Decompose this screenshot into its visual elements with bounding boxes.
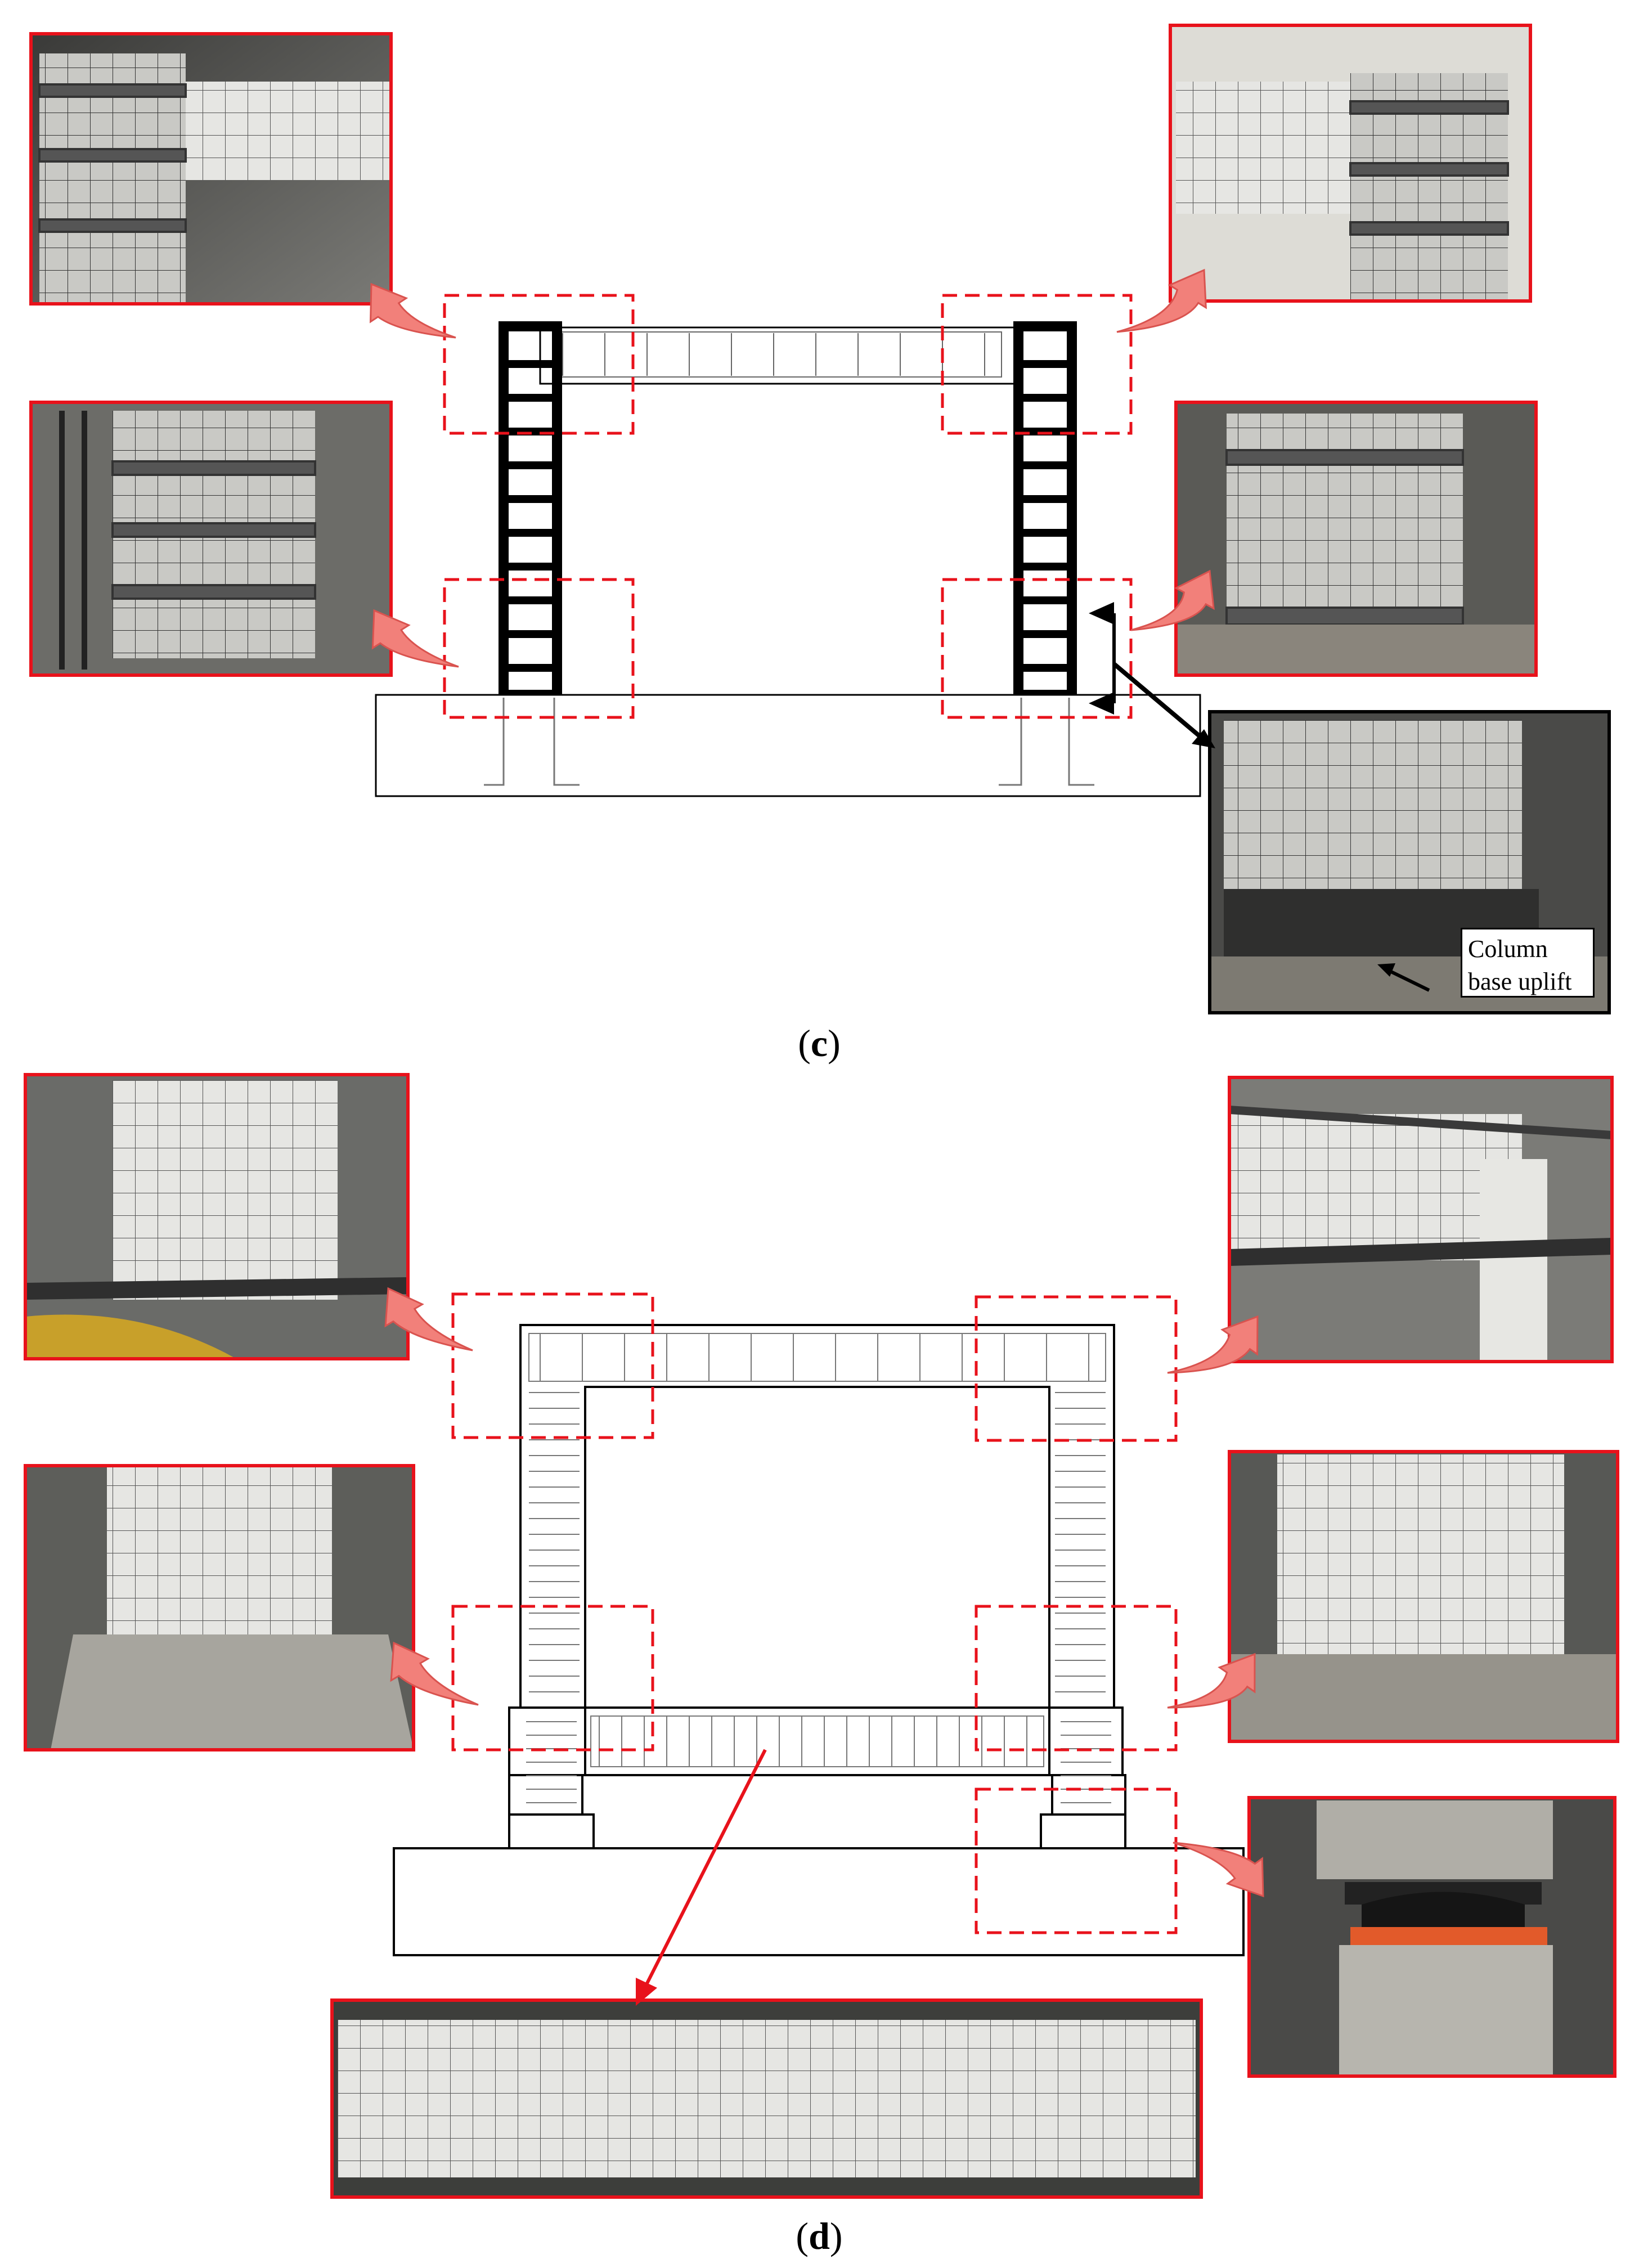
- steel-band: [1018, 495, 1072, 503]
- steel-band: [504, 394, 557, 402]
- photo-c-top-left: [29, 32, 393, 306]
- steel-band: [504, 563, 557, 571]
- frame-d: [393, 1324, 1245, 1956]
- panel-label-c: (c): [798, 1022, 841, 1065]
- photo-d-mid-right: [1228, 1450, 1619, 1743]
- beam-c: [539, 326, 1020, 385]
- steel-band: [1018, 563, 1072, 571]
- steel-band: [1018, 664, 1072, 672]
- top-beam-cage: [528, 1333, 1106, 1382]
- frame-d-reinforcement: [526, 1333, 1111, 1803]
- steel-band: [504, 529, 557, 537]
- column-base-uplift-callout: Column base uplift: [1461, 928, 1595, 998]
- steel-band: [504, 360, 557, 368]
- dashed-regions-d: [451, 1292, 1178, 1934]
- right-column-c: [1013, 321, 1077, 700]
- uplift-indicator: [1089, 602, 1430, 992]
- arrow-to-beam-photo: [636, 1749, 767, 2006]
- steel-band: [1018, 461, 1072, 469]
- photo-d-isolation-bearing: [1247, 1796, 1616, 2078]
- steel-band: [504, 630, 557, 638]
- steel-band: [1018, 596, 1072, 604]
- steel-band: [1018, 529, 1072, 537]
- photo-d-top-left: [24, 1073, 410, 1360]
- steel-band: [1018, 360, 1072, 368]
- foundation-c: [375, 694, 1201, 797]
- steel-band: [1018, 428, 1072, 435]
- steel-band: [1018, 394, 1072, 402]
- panel-label-d: (d): [796, 2215, 843, 2257]
- bottom-beam-cage: [590, 1715, 1044, 1767]
- photo-c-mid-right: [1174, 401, 1538, 677]
- steel-band: [504, 664, 557, 672]
- callout-arrows-c: [369, 268, 1215, 668]
- photo-d-top-right: [1228, 1076, 1614, 1363]
- photo-d-bottom-beam: [330, 1998, 1203, 2199]
- steel-band: [504, 596, 557, 604]
- callout-line-2: base uplift: [1468, 968, 1572, 995]
- dashed-regions-c: [443, 294, 1133, 719]
- steel-band: [504, 495, 557, 503]
- callout-arrows-d: [384, 1287, 1264, 1898]
- photo-c-top-right: [1169, 24, 1532, 303]
- steel-band: [504, 461, 557, 469]
- photo-c-mid-left: [29, 401, 393, 677]
- callout-line-1: Column: [1468, 935, 1548, 963]
- steel-band: [1018, 630, 1072, 638]
- photo-d-mid-left: [24, 1464, 415, 1751]
